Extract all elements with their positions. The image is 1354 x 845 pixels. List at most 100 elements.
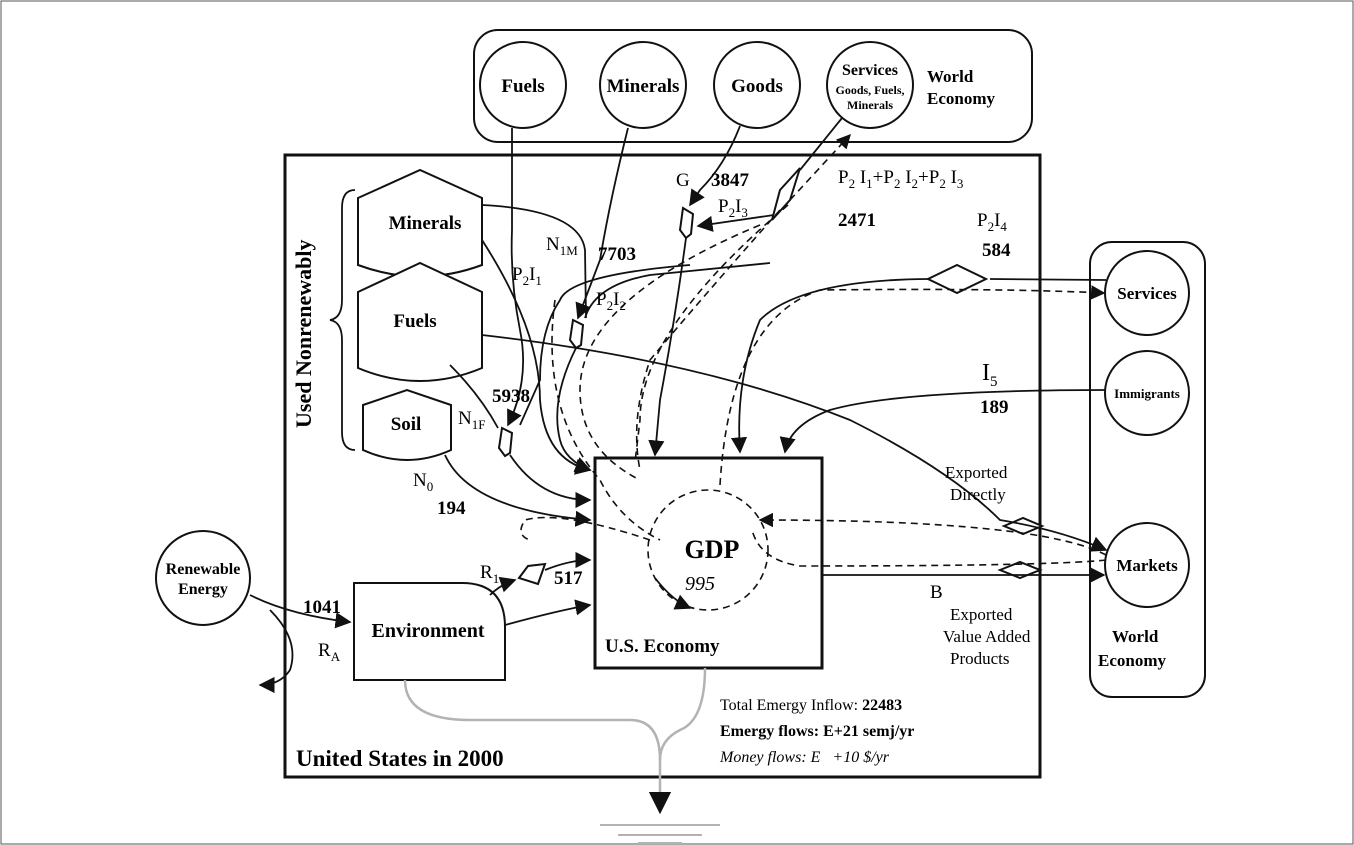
label-world-services-sub1: Goods, Fuels, — [835, 83, 904, 97]
label-world-minerals: Minerals — [607, 76, 680, 97]
label-right-services: Services — [1117, 284, 1177, 303]
label-exported-directly-2: Directly — [950, 485, 1006, 504]
flow-p2i2 — [584, 262, 771, 319]
label-environment: Environment — [372, 620, 485, 642]
flow-p2i3 — [696, 214, 775, 232]
flow-goods-economy — [648, 237, 687, 457]
us-economy-box — [593, 456, 824, 670]
flow-minerals-storage — [481, 204, 587, 319]
label-gdp: GDP — [685, 535, 740, 564]
interaction-fuels — [497, 426, 514, 458]
label-p2i-sum: P2 I1+P2 I2+P2 I3 — [838, 167, 963, 191]
flow-minerals-int-economy — [556, 347, 592, 473]
source-fuels-circle — [479, 41, 567, 129]
legend-emergy-units: Emergy flows: E+21 semj/yr — [720, 723, 914, 740]
flow-p2i4-economy — [730, 278, 929, 454]
sink-markets-circle — [1104, 522, 1190, 608]
world-economy-right-box — [1089, 241, 1206, 698]
interaction-goods — [678, 206, 695, 240]
label-world-economy-top-2: Economy — [927, 89, 996, 108]
label-world-fuels: Fuels — [501, 76, 544, 97]
money-from-markets-direct — [758, 512, 1107, 556]
money-economy-goods — [635, 209, 781, 471]
label-p2i4: P2I4 — [977, 210, 1007, 234]
flow-renewable-out — [258, 609, 294, 694]
flow-world-fuels — [507, 128, 525, 427]
label-n1f: N1F — [458, 408, 485, 432]
label-p2i3: P2I3 — [718, 196, 748, 220]
label-ra-value: 1041 — [303, 597, 341, 618]
source-immigrants-circle — [1104, 350, 1190, 436]
gdp-dashed-circle — [647, 489, 769, 611]
label-world-economy-top-1: World — [927, 67, 974, 86]
nonrenewable-brace — [329, 189, 356, 451]
label-exported-va-3: Products — [950, 649, 1010, 668]
label-p2i1: P2I1 — [512, 264, 542, 288]
money-flow-b — [520, 516, 651, 541]
label-n0-value: 194 — [437, 498, 466, 519]
label-right-immigrants: Immigrants — [1114, 386, 1180, 401]
label-exported-directly-1: Exported — [945, 463, 1008, 482]
storage-fuels-tank — [357, 261, 483, 382]
flow-world-goods — [689, 125, 741, 207]
label-gdp-value: 995 — [685, 573, 715, 595]
flow-services-right-in — [989, 278, 1107, 281]
exchange-diamond-top — [771, 167, 801, 221]
label-g-symbol: G — [676, 170, 690, 191]
label-r1-value: 517 — [554, 568, 583, 589]
flow-world-minerals — [575, 127, 629, 320]
label-renewable-2: Energy — [178, 581, 228, 598]
label-system-title: United States in 2000 — [296, 746, 504, 771]
source-minerals-circle — [599, 41, 687, 129]
flow-soil-economy — [444, 454, 592, 527]
interaction-minerals — [568, 318, 585, 350]
interaction-environment — [517, 562, 547, 586]
label-n1m: N1M — [546, 234, 578, 258]
label-n1f-value: 5938 — [492, 386, 530, 407]
label-right-markets: Markets — [1116, 556, 1178, 575]
heat-sink-economy — [658, 667, 707, 761]
label-renewable-1: Renewable — [166, 561, 241, 578]
label-world-economy-right-2: Economy — [1098, 651, 1167, 670]
money-economy-minerals — [634, 204, 789, 463]
flow-world-services — [799, 117, 843, 171]
label-storage-fuels: Fuels — [393, 311, 436, 332]
world-economy-top-box — [473, 29, 1033, 143]
label-storage-minerals: Minerals — [389, 213, 462, 234]
flow-environment-r1 — [489, 576, 517, 596]
money-economy-fuels — [579, 224, 761, 481]
label-world-goods: Goods — [731, 76, 783, 97]
label-r1: R1 — [480, 562, 499, 586]
flow-r1-economy — [544, 551, 592, 571]
heat-sink-env — [403, 679, 662, 761]
flow-immigrants-economy — [779, 389, 1107, 454]
gdp-cycle-arrow — [654, 577, 692, 610]
label-ra: RA — [318, 640, 341, 664]
legend-money-units: Money flows: E +10 $/yr — [719, 749, 890, 766]
flow-minerals-economy — [481, 239, 592, 475]
money-to-services-right — [719, 285, 1106, 486]
label-exported-va-1: Exported — [950, 605, 1013, 624]
label-n0: N0 — [413, 470, 433, 494]
money-from-markets-va — [751, 529, 1107, 567]
label-g-value: 3847 — [711, 170, 750, 191]
flow-fuels-storage — [449, 364, 499, 429]
label-exported-va-2: Value Added — [943, 627, 1031, 646]
legend-total: Total Emergy Inflow:22483 — [720, 697, 902, 714]
flow-fuels-int-economy — [509, 454, 592, 509]
label-storage-soil: Soil — [391, 414, 422, 435]
renewable-energy-circle — [155, 530, 251, 626]
flow-fuels-exported-directly — [481, 334, 1108, 552]
label-us-economy: U.S. Economy — [605, 636, 720, 657]
storage-soil-tank — [362, 388, 452, 461]
flow-renewable-environment — [249, 594, 352, 629]
exchange-diamond-services — [925, 263, 989, 295]
system-boundary — [283, 153, 1042, 779]
label-b: B — [930, 582, 943, 603]
label-world-economy-right-1: World — [1112, 627, 1159, 646]
label-used-nonrenewably: Used Nonrenewably — [291, 240, 316, 428]
label-p2i-total-value: 2471 — [838, 210, 876, 231]
label-p2i2: P2I2 — [596, 289, 626, 313]
